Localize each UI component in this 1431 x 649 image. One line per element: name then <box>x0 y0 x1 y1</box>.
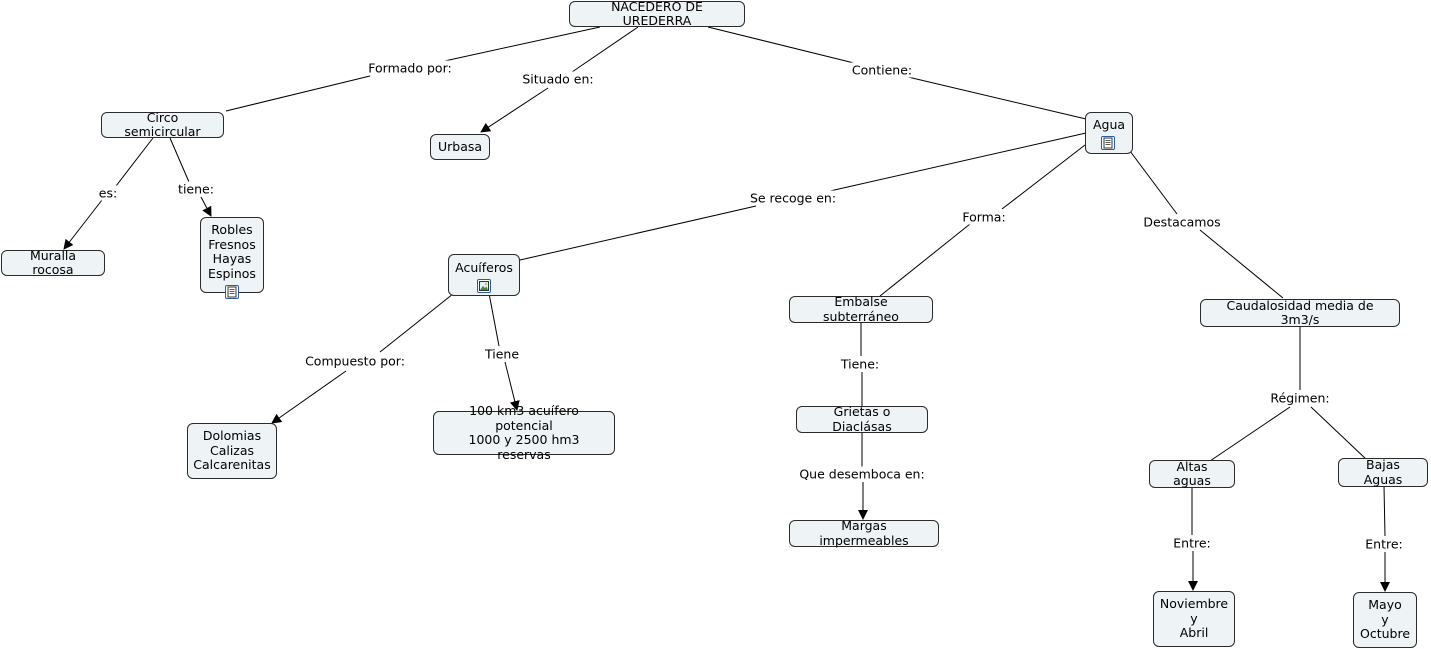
line-agua-forma <box>1001 144 1086 210</box>
line-regimen-altas <box>1209 406 1291 462</box>
line-circo-es <box>115 137 154 187</box>
link-se-recoge-en[interactable]: Se recoge en: <box>748 190 838 206</box>
line-recoge-acuiferos <box>519 205 757 261</box>
node-agua-label: Agua <box>1092 117 1126 132</box>
line-forma-embalse <box>879 223 971 297</box>
line-bajas-entre <box>1383 485 1386 537</box>
node-nacedero-de-urederra[interactable]: NACEDERO DE UREDERRA <box>569 0 745 28</box>
line-formado-circo <box>225 75 371 112</box>
link-es[interactable]: es: <box>97 185 119 201</box>
link-entre-altas[interactable]: Entre: <box>1172 535 1212 551</box>
link-situado-en[interactable]: Situado en: <box>521 71 595 87</box>
link-forma[interactable]: Forma: <box>961 209 1007 225</box>
document-icon[interactable] <box>1101 136 1115 150</box>
node-acuifero-potencial[interactable]: 100 km3 acuífero potencial 1000 y 2500 h… <box>433 403 615 461</box>
node-mayo-y-octubre[interactable]: Mayo y Octubre <box>1353 592 1417 648</box>
line-destacamos-caudal <box>1199 229 1284 299</box>
link-entre-bajas[interactable]: Entre: <box>1364 536 1404 552</box>
line-circo-tiene <box>169 137 190 183</box>
line-tiene-acuifero <box>504 361 520 411</box>
line-tiene-robles <box>200 196 212 217</box>
link-formado-por[interactable]: Formado por: <box>367 60 453 76</box>
line-acuiferos-compuesto <box>379 285 464 353</box>
node-urbasa[interactable]: Urbasa <box>430 134 490 160</box>
link-destacamos[interactable]: Destacamos <box>1142 214 1222 230</box>
node-robles-fresnos-hayas-espinos[interactable]: Robles Fresnos Hayas Espinos <box>200 217 264 293</box>
node-bajas-aguas[interactable]: Bajas Aguas <box>1338 457 1428 487</box>
line-root-formado <box>439 26 601 63</box>
link-tiene-embalse[interactable]: Tiene: <box>839 356 881 372</box>
line-contiene-agua <box>907 76 1087 120</box>
line-situado-urbasa <box>480 87 549 133</box>
node-altas-aguas[interactable]: Altas aguas <box>1149 459 1235 488</box>
node-robles-label: Robles Fresnos Hayas Espinos <box>208 222 256 281</box>
line-es-muralla <box>63 199 103 250</box>
node-caudalosidad-media[interactable]: Caudalosidad media de 3m3/s <box>1200 298 1400 327</box>
node-muralla-rocosa[interactable]: Muralla rocosa <box>1 248 105 277</box>
image-icon[interactable] <box>477 279 491 293</box>
line-root-situado <box>571 26 639 73</box>
line-acuiferos-tiene <box>487 287 500 347</box>
link-que-desemboca-en[interactable]: Que desemboca en: <box>798 466 926 482</box>
link-contiene[interactable]: Contiene: <box>850 62 914 78</box>
node-margas-impermeables[interactable]: Margas impermeables <box>789 518 939 547</box>
node-dolomias-calizas-calcarenitas[interactable]: Dolomias Calizas Calcarenitas <box>187 423 277 479</box>
link-tiene-acuiferos[interactable]: Tiene <box>483 346 521 362</box>
link-regimen[interactable]: Régimen: <box>1269 390 1331 406</box>
line-agua-destacamos <box>1123 142 1178 215</box>
line-regimen-bajas <box>1310 406 1368 461</box>
link-tiene-circo[interactable]: tiene: <box>177 181 215 197</box>
node-circo-semicircular[interactable]: Circo semicircular <box>101 110 224 139</box>
node-grietas-o-diaclasas[interactable]: Grietas o Diaclásas <box>796 404 928 433</box>
line-compuesto-dolomias <box>271 370 347 424</box>
node-noviembre-y-abril[interactable]: Noviembre y Abril <box>1153 591 1235 647</box>
line-agua-recoge <box>829 132 1087 192</box>
line-root-contiene <box>707 26 859 65</box>
document-icon[interactable] <box>225 285 239 299</box>
node-embalse-subterraneo[interactable]: Embalse subterráneo <box>789 294 933 323</box>
node-acuiferos-label: Acuíferos <box>455 260 513 275</box>
link-compuesto-por[interactable]: Compuesto por: <box>304 353 406 369</box>
